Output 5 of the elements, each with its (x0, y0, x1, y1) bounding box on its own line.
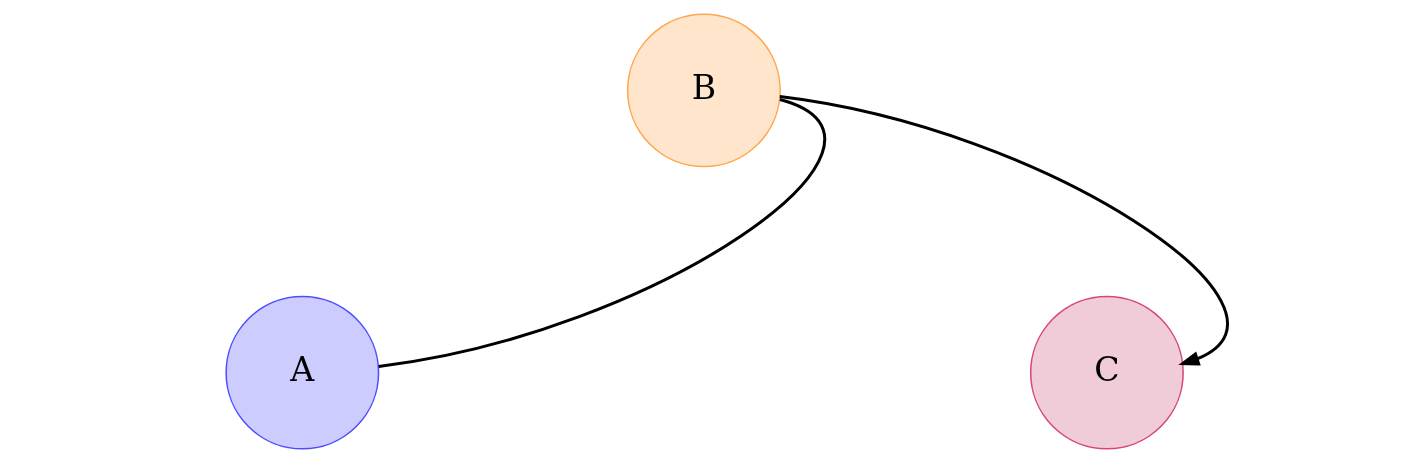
arrow (779, 95, 1229, 366)
connector (377, 98, 825, 368)
node-circle: C (1029, 295, 1184, 450)
node-circle: B (626, 13, 781, 168)
node-circle: A (224, 295, 379, 450)
